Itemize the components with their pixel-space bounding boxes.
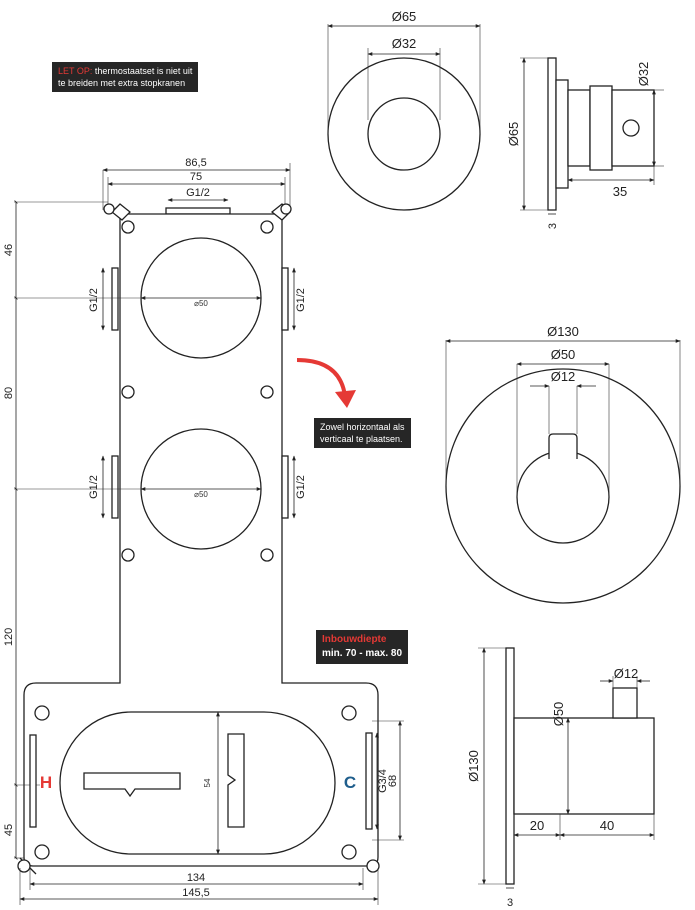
large-body [513, 717, 655, 815]
lug-hole [280, 203, 292, 215]
large-knob [612, 687, 638, 719]
small-rosette-front: Ø65 Ø32 [327, 9, 481, 211]
screw-hole [260, 548, 274, 562]
lug-hole [17, 859, 31, 873]
side-d-plate: Ø65 [506, 122, 521, 147]
side-thread-label: G1/2 [295, 475, 307, 499]
warning-note: LET OP: thermostaatset is niet uit te br… [52, 62, 199, 92]
small-rosette-d-inner: Ø32 [392, 36, 417, 51]
screw-hole [341, 844, 357, 860]
bore-label: ⌀50 [194, 490, 208, 499]
screw-hole [34, 844, 50, 860]
orientation-line2: verticaal te plaatsen. [320, 434, 403, 444]
top-thread-stub [165, 207, 231, 215]
lug-top-left [111, 203, 131, 221]
screw-hole [121, 385, 135, 399]
top-thread-label: G1/2 [186, 187, 210, 199]
large-rosette-d-mid: Ø50 [551, 347, 576, 362]
large-side-len-a: 20 [530, 818, 544, 833]
rosette-ring [589, 85, 613, 171]
side-thread-label: G1/2 [295, 288, 307, 312]
side-thread-stub [111, 267, 119, 331]
orientation-line1: Zowel horizontaal als [320, 422, 405, 432]
knob-hole [622, 119, 640, 137]
warning-prefix: LET OP: [58, 66, 93, 76]
lug-hole [366, 859, 380, 873]
large-rosette-mid [516, 450, 610, 544]
bore-label: ⌀50 [194, 299, 208, 308]
large-side-len-b: 40 [600, 818, 614, 833]
dim-120: 120 [3, 628, 15, 646]
large-side-d-plate: Ø130 [466, 750, 481, 782]
hot-label: H [40, 773, 52, 792]
cold-inlet-stub [365, 732, 373, 830]
side-thread-label: G1/2 [88, 288, 100, 312]
large-side-d-body: Ø50 [551, 702, 566, 727]
screw-hole [121, 548, 135, 562]
rosette-body [567, 89, 591, 167]
large-side-thick: 3 [507, 897, 513, 909]
large-rosette-knob [548, 433, 578, 459]
cold-label: C [344, 773, 356, 792]
side-len: 35 [613, 184, 627, 199]
warning-line2: te breiden met extra stopkranen [58, 78, 186, 88]
orientation-note: Zowel horizontaal als verticaal te plaat… [314, 418, 411, 448]
thermostat-housing [59, 711, 336, 855]
screw-hole [260, 220, 274, 234]
cartridge-slot-horizontal [83, 772, 181, 798]
dim-80: 80 [3, 387, 15, 399]
depth-title: Inbouwdiepte [322, 634, 387, 645]
screw-hole [121, 220, 135, 234]
small-rosette-d-outer: Ø65 [392, 9, 417, 24]
side-thread-label: G1/2 [88, 475, 100, 499]
small-rosette-side: Ø65 Ø32 35 3 [506, 57, 664, 229]
screw-hole [260, 385, 274, 399]
rosette-plate [547, 57, 557, 211]
depth-note: Inbouwdiepte min. 70 - max. 80 [316, 630, 409, 664]
warning-line1: thermostaatset is niet uit [92, 66, 193, 76]
hot-inlet-stub [29, 734, 37, 828]
lug-hole [103, 203, 115, 215]
rosette-collar [555, 79, 569, 189]
side-thread-stub [111, 455, 119, 519]
mounting-body: 86,5 75 G1/2 G1/2 G1/2 G1/2 G1/2 [3, 157, 404, 905]
dim-width-inner-label: 75 [190, 171, 202, 183]
dim-54: 54 [203, 778, 212, 787]
large-rosette-d-outer: Ø130 [547, 324, 579, 339]
side-d-body: Ø32 [636, 62, 651, 87]
large-rosette-side: Ø130 Ø50 Ø12 20 40 3 [466, 647, 655, 909]
large-rosette-front: Ø130 Ø50 Ø12 [445, 324, 681, 604]
side-thread-stub [281, 267, 289, 331]
cartridge-slot-vertical [227, 733, 245, 828]
large-rosette-d-knob: Ø12 [551, 369, 576, 384]
dim-145-5: 145,5 [182, 887, 210, 899]
screw-hole [341, 705, 357, 721]
dim-45: 45 [3, 824, 15, 836]
g34-label: G3/4 [377, 769, 389, 793]
screw-hole [34, 705, 50, 721]
side-thick: 3 [547, 223, 559, 229]
dim-46: 46 [3, 244, 15, 256]
large-side-d-knob: Ø12 [614, 666, 639, 681]
dim-68: 68 [387, 775, 399, 787]
dim-width-outer-label: 86,5 [185, 157, 206, 169]
rotate-arrow [296, 358, 356, 408]
dim-134: 134 [187, 872, 205, 884]
rosette-inner [367, 97, 441, 171]
large-plate [505, 647, 515, 885]
side-thread-stub [281, 455, 289, 519]
depth-value: min. 70 - max. 80 [322, 648, 403, 659]
